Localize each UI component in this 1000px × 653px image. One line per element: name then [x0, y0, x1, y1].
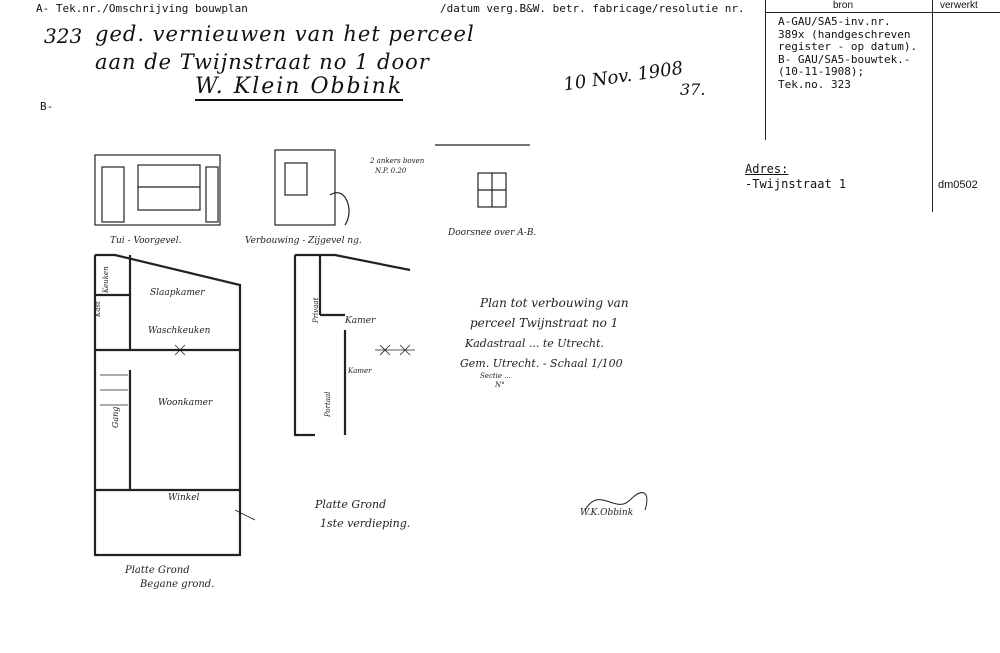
- caption-zijgevel: Verbouwing - Zijgevel ng.: [245, 236, 362, 246]
- adres-value: -Twijnstraat 1: [745, 177, 847, 191]
- adres-label: Adres:: [745, 162, 789, 176]
- handwritten-suffix: 37.: [680, 80, 706, 99]
- bron-line: 389x (handgeschreven: [778, 27, 911, 41]
- plan-title-3: Kadastraal ... te Utrecht.: [464, 337, 604, 350]
- handwritten-date: 10 Nov. 1908: [562, 57, 685, 96]
- table-header-rule: [765, 12, 1000, 13]
- handwritten-line2: aan de Twijnstraat no 1 door: [95, 50, 430, 74]
- label-plattegrond-beganegrond-2: Begane grond.: [139, 579, 214, 590]
- header-mid-label: /datum verg.B&W. betr. fabricage/resolut…: [440, 2, 745, 15]
- column-header-bron: bron: [833, 0, 854, 11]
- bron-line: register - op datum).: [778, 40, 918, 53]
- table-divider-left: [765, 0, 766, 140]
- note-ankers: 2 ankers boven: [369, 157, 425, 165]
- bron-line: (10-11-1908);: [778, 65, 865, 78]
- bron-line: A-GAU/SA5-inv.nr.: [778, 15, 891, 28]
- section-b-label: B-: [40, 100, 54, 113]
- adres-code: dm0502: [938, 179, 978, 191]
- header-left-label: A- Tek.nr./Omschrijving bouwplan: [36, 2, 248, 15]
- plan-title-2: perceel Twijnstraat no 1: [470, 316, 618, 330]
- room-privaat: Privaat: [312, 297, 320, 324]
- caption-doorsnede: Doorsnee over A-B.: [447, 228, 536, 238]
- table-divider-right: [932, 0, 933, 212]
- label-plattegrond-verdieping: Platte Grond: [314, 498, 386, 511]
- bron-line: Tek.no. 323: [778, 77, 851, 91]
- caption-voorgevel: Tui - Voorgevel.: [110, 236, 182, 246]
- room-gang: Gang: [111, 407, 120, 428]
- architect-signature: W.K.Obbink: [580, 508, 633, 518]
- room-keuken: Keuken: [102, 266, 110, 294]
- label-plattegrond-verdieping-2: 1ste verdieping.: [320, 517, 410, 530]
- plan-title-1: Plan tot verbouwing van: [479, 296, 629, 310]
- bron-line: B- GAU/SA5-bouwtek.-: [778, 52, 911, 66]
- plan-title-6: N°: [494, 381, 505, 389]
- room-kast: Kast: [94, 301, 102, 318]
- room-slaapkamer: Slaapkamer: [150, 288, 205, 298]
- handwritten-number: 323: [44, 24, 83, 48]
- bron-text: A-GAU/SA5-inv.nr. 389x (handgeschreven r…: [778, 15, 918, 91]
- handwritten-line3: W. Klein Obbink: [195, 74, 404, 101]
- room-waschkeuken: Waschkeuken: [148, 326, 211, 336]
- room-winkel: Winkel: [168, 493, 200, 503]
- handwritten-line1: ged. vernieuwen van het perceel: [95, 22, 475, 46]
- plan-title-4: Gem. Utrecht. - Schaal 1/100: [460, 357, 623, 370]
- plan-title-5: Sectie ...: [480, 372, 511, 380]
- room-woonkamer: Woonkamer: [158, 398, 213, 408]
- column-header-verwerkt: verwerkt: [940, 0, 978, 11]
- room-kamer-2: Kamer: [347, 367, 372, 375]
- architectural-drawing: Tui - Voorgevel. Verbouwing - Zijgevel n…: [93, 144, 648, 590]
- note-ankers-2: N.P. 0.20: [374, 167, 407, 175]
- room-kamer: Kamer: [344, 316, 376, 326]
- room-portaal: Portaal: [324, 392, 332, 418]
- label-plattegrond-beganegrond: Platte Grond: [124, 565, 190, 576]
